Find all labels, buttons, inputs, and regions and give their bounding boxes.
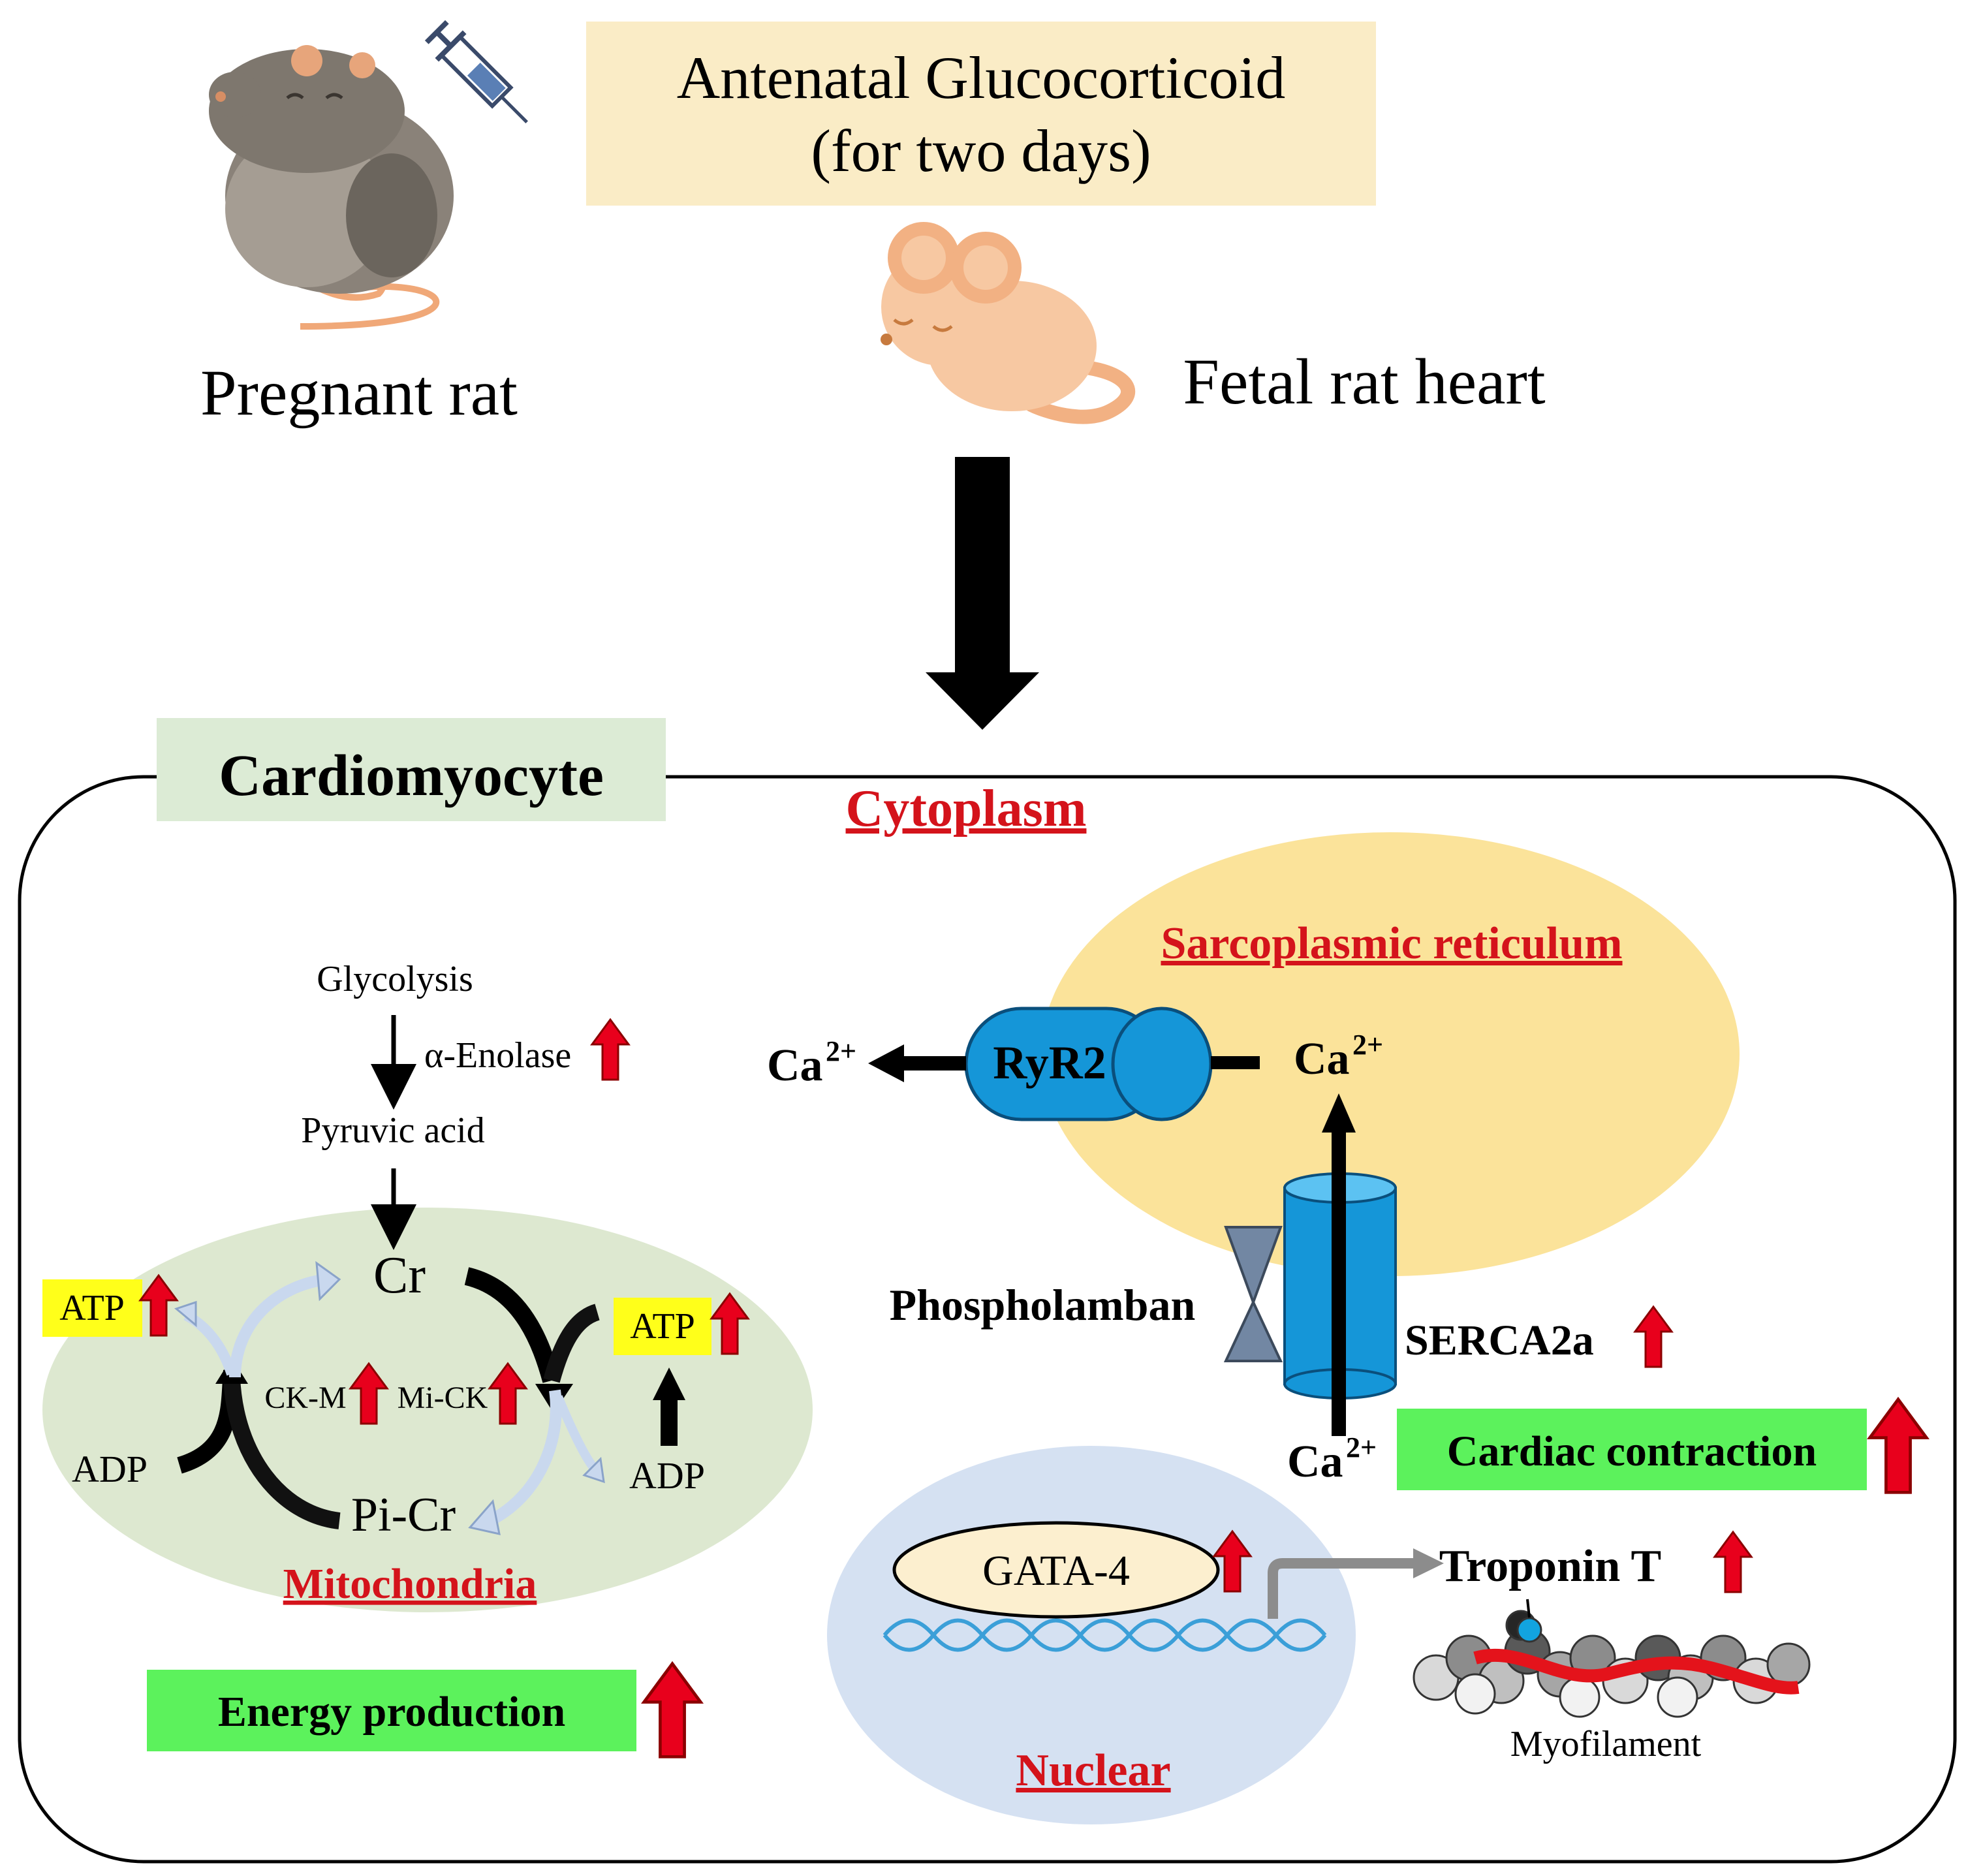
- pregnant-rat-icon: [209, 45, 454, 330]
- gata4-label: GATA-4: [982, 1547, 1130, 1595]
- nuclear-label: Nuclear: [1016, 1745, 1170, 1796]
- ca-top-label: Ca: [1294, 1034, 1350, 1084]
- pyruvic-label: Pyruvic acid: [301, 1110, 484, 1151]
- serca-label: SERCA2a: [1405, 1317, 1594, 1364]
- energy-outcome-box: [147, 1670, 636, 1751]
- cardiac-outcome-box: [1397, 1409, 1867, 1490]
- cell-title-box: [157, 718, 666, 821]
- cytoplasm-label: Cytoplasm: [846, 780, 1087, 837]
- ck-m-label: CK-M: [264, 1381, 346, 1415]
- ca-left-label: Ca: [767, 1040, 823, 1091]
- troponin-label: Troponin T: [1439, 1541, 1661, 1591]
- glycolysis-label: Glycolysis: [317, 959, 473, 999]
- ryr2-release-arrow: [868, 1044, 966, 1082]
- atp-right-label: ATP: [630, 1306, 695, 1347]
- cardiac-outcome-label: Cardiac contraction: [1447, 1428, 1817, 1475]
- sarcoplasmic-reticulum-region: [1041, 832, 1740, 1276]
- enolase-label: α-Enolase: [424, 1035, 571, 1076]
- title-box: [586, 22, 1376, 206]
- adp-left-label: ADP: [72, 1448, 148, 1490]
- fetal-rat-icon: [881, 222, 1136, 424]
- phospholamban-label: Phospholamban: [890, 1280, 1196, 1330]
- pregnant-rat-label: Pregnant rat: [200, 356, 518, 429]
- atp-right-badge: [614, 1298, 711, 1355]
- fetal-rat-label: Fetal rat heart: [1183, 345, 1545, 418]
- mi-ck-label: Mi-CK: [398, 1381, 488, 1415]
- phospholamban-icon: [1223, 1226, 1283, 1362]
- title-line-1: Antenatal Glucocorticoid: [677, 44, 1285, 111]
- ryr2-tether: [1211, 1056, 1260, 1069]
- myofilament-label: Myofilament: [1510, 1724, 1702, 1764]
- left-ck-cycle: [174, 1260, 341, 1529]
- dna-icon: [882, 1618, 1327, 1652]
- mitochondria-label: Mitochondria: [283, 1560, 537, 1608]
- pi-cr-label: Pi-Cr: [351, 1488, 456, 1542]
- title-line-2: (for two days): [811, 117, 1151, 184]
- gata4-to-troponin-arrow: [1268, 1548, 1444, 1619]
- atp-left-badge: [42, 1279, 142, 1337]
- ca-bottom-label: Ca: [1287, 1437, 1343, 1487]
- adp-right-label: ADP: [629, 1454, 705, 1497]
- right-ck-cycle: [464, 1267, 605, 1535]
- energy-outcome-label: Energy production: [218, 1688, 565, 1736]
- syringe-icon: [424, 20, 528, 123]
- big-down-arrow: [926, 457, 1039, 730]
- sr-label: Sarcoplasmic reticulum: [1161, 918, 1622, 969]
- adp-to-atp-arrow: [653, 1368, 685, 1446]
- serca-uptake-arrow: [1322, 1093, 1356, 1436]
- cell-title: Cardiomyocyte: [219, 743, 604, 808]
- gata4-oval: [892, 1521, 1220, 1619]
- myofilament-icon: [1413, 1599, 1811, 1718]
- cr-label: Cr: [373, 1247, 426, 1304]
- atp-left-label: ATP: [59, 1288, 125, 1328]
- ca-left-charge: 2+: [826, 1035, 856, 1067]
- ryr2-label: RyR2: [993, 1037, 1106, 1089]
- ca-bottom-charge: 2+: [1346, 1431, 1377, 1463]
- ca-top-charge: 2+: [1352, 1029, 1383, 1061]
